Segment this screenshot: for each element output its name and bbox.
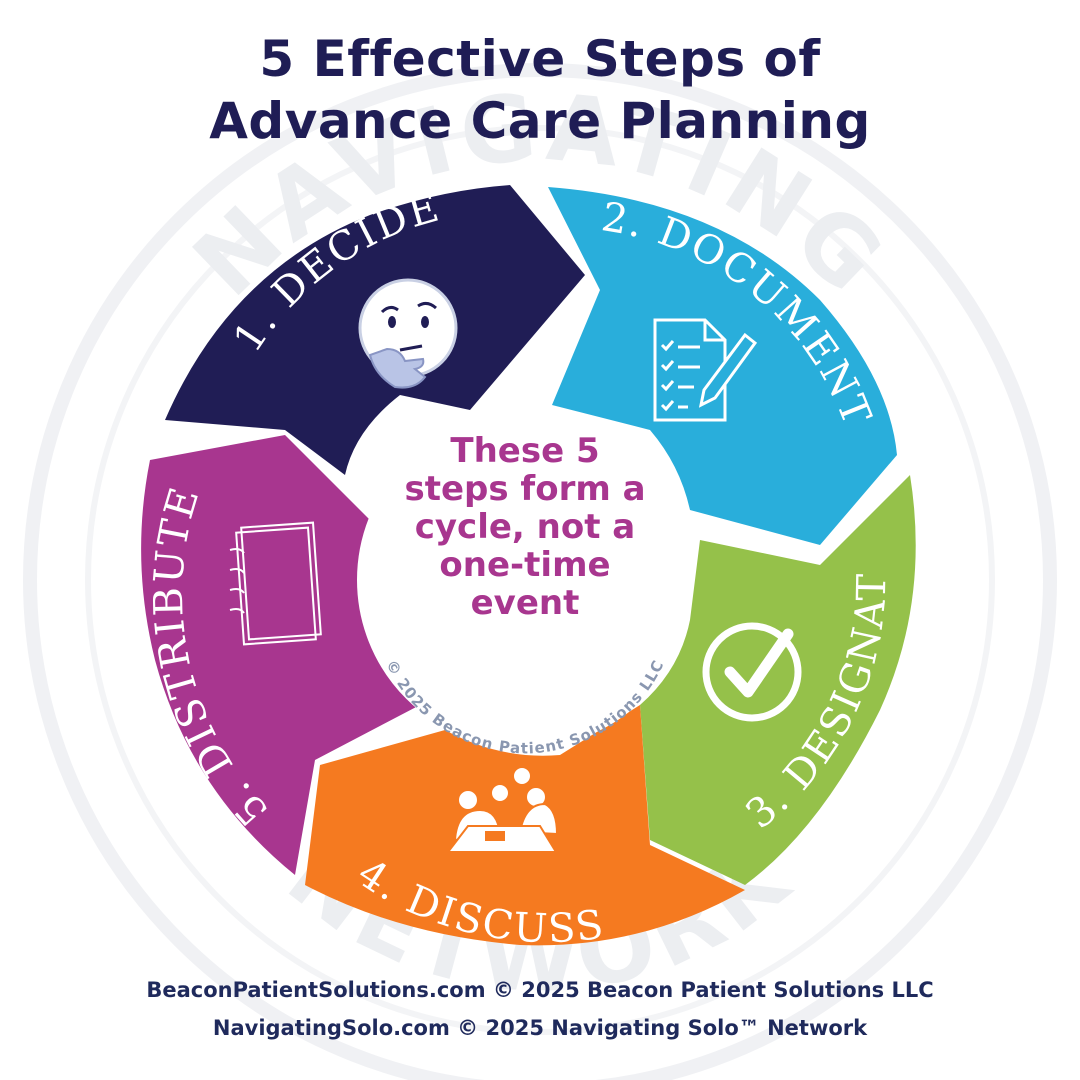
center-line-2: steps form a (404, 469, 646, 509)
footer-line-2: NavigatingSolo.com © 2025 Navigating Sol… (212, 1016, 868, 1040)
segment-distribute (141, 435, 420, 875)
notebook-icon (229, 521, 322, 646)
center-line-5: event (470, 583, 580, 623)
page-title: 5 Effective Steps of Advance Care Planni… (0, 28, 1080, 152)
center-line-3: cycle, not a (414, 507, 636, 547)
center-circle (357, 412, 693, 748)
center-message: These 5 steps form a cycle, not a one-ti… (395, 432, 655, 622)
footer-line-1: BeaconPatientSolutions.com © 2025 Beacon… (146, 978, 934, 1002)
title-line-1: 5 Effective Steps of (259, 30, 821, 88)
thinking-face-icon (358, 278, 458, 389)
document-pen-icon (653, 318, 758, 422)
checkmark-icon (702, 622, 802, 722)
segment-designate (640, 475, 916, 885)
title-line-2: Advance Care Planning (209, 92, 871, 150)
center-line-4: one-time (439, 545, 611, 585)
meeting-icon (445, 766, 559, 853)
center-line-1: These 5 (450, 431, 600, 471)
